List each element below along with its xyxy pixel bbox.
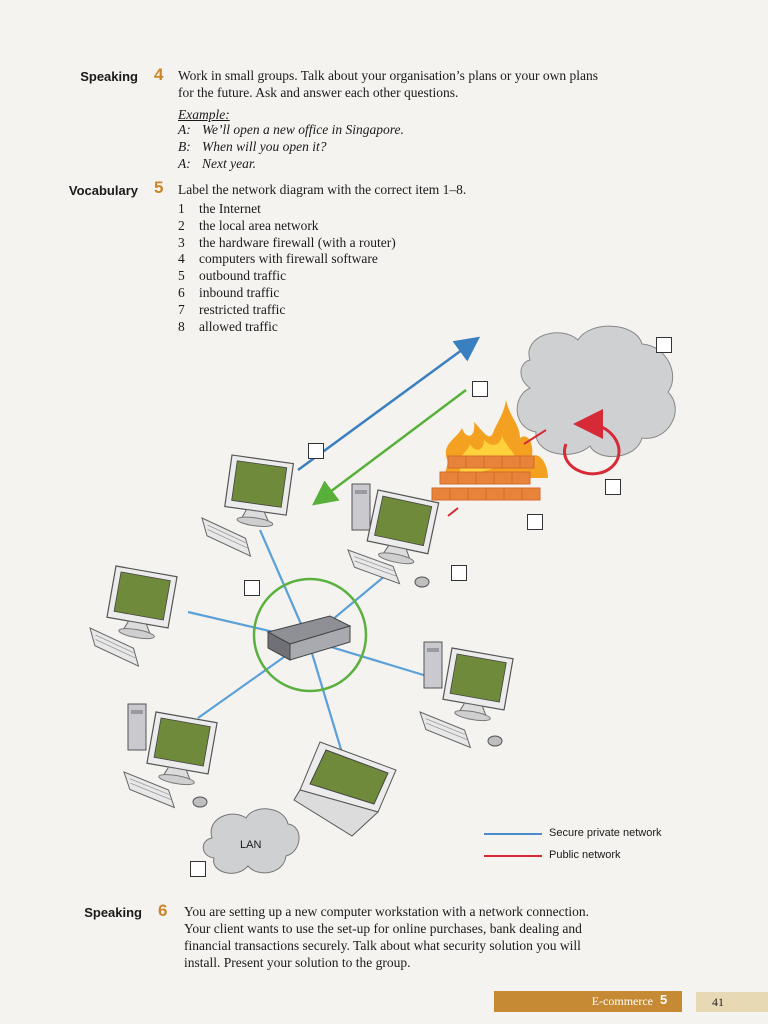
vocabulary-5-instruction: Label the network diagram with the corre… <box>178 182 467 197</box>
item-number: 2 <box>178 217 185 233</box>
hub-ring <box>252 577 368 693</box>
speaking-6-line: Your client wants to use the set-up for … <box>184 921 582 936</box>
answer-box-firewall[interactable] <box>527 514 543 530</box>
example-speaker: A: <box>178 156 191 171</box>
public-network-line <box>523 429 547 445</box>
item-text: the Internet <box>199 201 261 216</box>
item-number: 3 <box>178 234 185 250</box>
example-text: When will you open it? <box>202 139 327 154</box>
answer-box-lan[interactable] <box>190 861 206 877</box>
speaking-4-instruction-line-1: Work in small groups. Talk about your or… <box>178 68 599 83</box>
computer-top-left <box>222 454 294 531</box>
example-speaker: A: <box>178 122 191 137</box>
answer-box-allowed[interactable] <box>244 580 260 596</box>
item-number: 5 <box>178 268 185 284</box>
answer-box-inbound[interactable] <box>308 443 324 459</box>
section-number-4: 4 <box>154 65 164 84</box>
example-line: A: We’ll open a new office in Singapore. <box>178 122 404 139</box>
item-number: 7 <box>178 301 185 317</box>
example-speaker: B: <box>178 139 191 154</box>
mouse-right <box>487 735 503 747</box>
vocabulary-item: 7 restricted traffic <box>178 302 396 319</box>
page-number: 41 <box>712 995 724 1009</box>
laptop <box>293 741 397 837</box>
mouse-bottom-left <box>192 796 208 808</box>
outbound-traffic-arrow <box>297 336 481 472</box>
speaking-6-line: financial transactions securely. Talk ab… <box>184 938 581 953</box>
section-label-speaking-6: Speaking <box>84 905 142 920</box>
answer-box-restricted[interactable] <box>605 479 621 495</box>
item-text: restricted traffic <box>199 301 286 317</box>
example-line: B: When will you open it? <box>178 139 326 156</box>
vocabulary-item: 5 outbound traffic <box>178 268 396 285</box>
item-number: 4 <box>178 251 185 267</box>
item-text: the hardware firewall (with a router) <box>199 234 396 250</box>
vocabulary-item: 8 allowed traffic <box>178 319 396 336</box>
router-hub <box>266 615 352 661</box>
restricted-traffic-arrow <box>563 409 621 476</box>
vocabulary-item: 3 the hardware firewall (with a router) <box>178 235 396 252</box>
public-network-line-lower <box>447 507 459 517</box>
computer-right <box>439 647 514 726</box>
lan-label: LAN <box>240 839 262 851</box>
vocabulary-item: 4 computers with firewall software <box>178 251 396 268</box>
answer-box-outbound[interactable] <box>472 381 488 397</box>
speaking-6-line: install. Present your solution to the gr… <box>184 955 411 970</box>
speaking-6-line: You are setting up a new computer workst… <box>184 904 590 919</box>
item-number: 6 <box>178 284 185 300</box>
item-number: 8 <box>178 318 185 334</box>
example-label: Example: <box>178 107 230 122</box>
section-label-vocabulary-5: Vocabulary <box>68 183 138 198</box>
computer-left <box>103 565 178 644</box>
vocabulary-item: 2 the local area network <box>178 218 396 235</box>
legend-public-network: Public network <box>549 849 621 861</box>
vocabulary-item: 6 inbound traffic <box>178 285 396 302</box>
lan-cloud <box>202 808 300 874</box>
footer-unit-number: 5 <box>660 992 668 1007</box>
section-number-5: 5 <box>154 178 164 197</box>
item-text: outbound traffic <box>199 268 287 284</box>
vocabulary-item: 1 the Internet <box>178 201 396 218</box>
inbound-traffic-arrow <box>312 389 467 506</box>
legend-secure-private-network: Secure private network <box>549 827 662 839</box>
speaking-4-instruction-line-2: for the future. Ask and answer each othe… <box>178 85 459 100</box>
answer-box-internet[interactable] <box>656 337 672 353</box>
tower-right <box>423 641 443 689</box>
answer-box-computers[interactable] <box>451 565 467 581</box>
item-number: 1 <box>178 201 185 216</box>
computer-top-right <box>363 489 440 570</box>
example-line: A: Next year. <box>178 156 256 173</box>
tower-top-right <box>351 483 371 531</box>
item-text: inbound traffic <box>199 284 280 300</box>
example-text: Next year. <box>202 156 256 171</box>
computer-bottom-left <box>143 711 218 790</box>
section-number-6: 6 <box>158 901 168 920</box>
mouse-top-right <box>414 576 430 588</box>
example-text: We’ll open a new office in Singapore. <box>202 122 404 137</box>
firewall <box>431 400 548 501</box>
footer-unit-title: E-commerce <box>591 994 653 1008</box>
item-text: the local area network <box>199 217 319 233</box>
section-label-speaking-4: Speaking <box>80 69 138 84</box>
internet-cloud <box>516 325 676 457</box>
item-text: allowed traffic <box>199 318 278 334</box>
footer-page-tab <box>696 992 768 1012</box>
item-text: computers with firewall software <box>199 251 378 267</box>
tower-bottom-left <box>127 703 147 751</box>
footer-bar <box>494 991 682 1012</box>
